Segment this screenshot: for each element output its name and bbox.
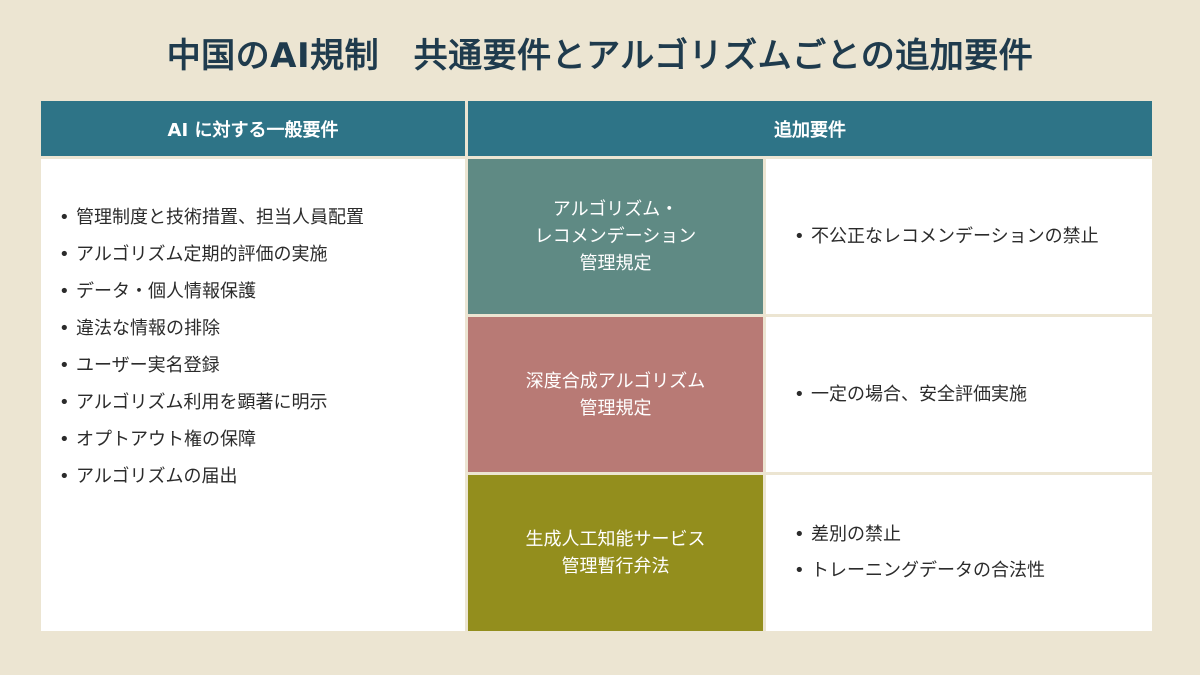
requirements-table: AI に対する一般要件 追加要件 管理制度と技術措置、担当人員配置 アルゴリズム… <box>41 101 1152 631</box>
additional-requirements-recommendation: 不公正なレコメンデーションの禁止 <box>766 159 1152 314</box>
list-item: アルゴリズム利用を顕著に明示 <box>59 384 465 421</box>
list-item: データ・個人情報保護 <box>59 273 465 310</box>
list-item: 違法な情報の排除 <box>59 310 465 347</box>
regulation-name: 深度合成アルゴリズム 管理規定 <box>525 370 706 419</box>
list-item: 差別の禁止 <box>794 517 1045 553</box>
general-requirements-panel: 管理制度と技術措置、担当人員配置 アルゴリズム定期的評価の実施 データ・個人情報… <box>41 159 465 631</box>
list-item: 管理制度と技術措置、担当人員配置 <box>59 199 465 236</box>
additional-requirements-generative-ai: 差別の禁止 トレーニングデータの合法性 <box>766 475 1152 631</box>
list-item: ユーザー実名登録 <box>59 347 465 384</box>
regulation-recommendation: アルゴリズム・ レコメンデーション 管理規定 <box>468 159 763 314</box>
regulation-deep-synthesis: 深度合成アルゴリズム 管理規定 <box>468 317 763 472</box>
list-item: 一定の場合、安全評価実施 <box>794 377 1027 413</box>
list-item: 不公正なレコメンデーションの禁止 <box>794 219 1099 255</box>
list-item: トレーニングデータの合法性 <box>794 553 1045 589</box>
list-item: オプトアウト権の保障 <box>59 421 465 458</box>
page-title: 中国のAI規制 共通要件とアルゴリズムごとの追加要件 <box>166 36 1034 76</box>
header-additional: 追加要件 <box>468 101 1152 156</box>
additional-requirements-deep-synthesis: 一定の場合、安全評価実施 <box>766 317 1152 472</box>
general-requirements-list: 管理制度と技術措置、担当人員配置 アルゴリズム定期的評価の実施 データ・個人情報… <box>59 199 465 495</box>
regulation-generative-ai: 生成人工知能サービス 管理暫行弁法 <box>468 475 763 631</box>
regulation-name: アルゴリズム・ レコメンデーション 管理規定 <box>534 199 697 274</box>
list-item: アルゴリズムの届出 <box>59 458 465 495</box>
header-general: AI に対する一般要件 <box>41 101 465 156</box>
list-item: アルゴリズム定期的評価の実施 <box>59 236 465 273</box>
regulation-name: 生成人工知能サービス 管理暫行弁法 <box>525 529 706 577</box>
